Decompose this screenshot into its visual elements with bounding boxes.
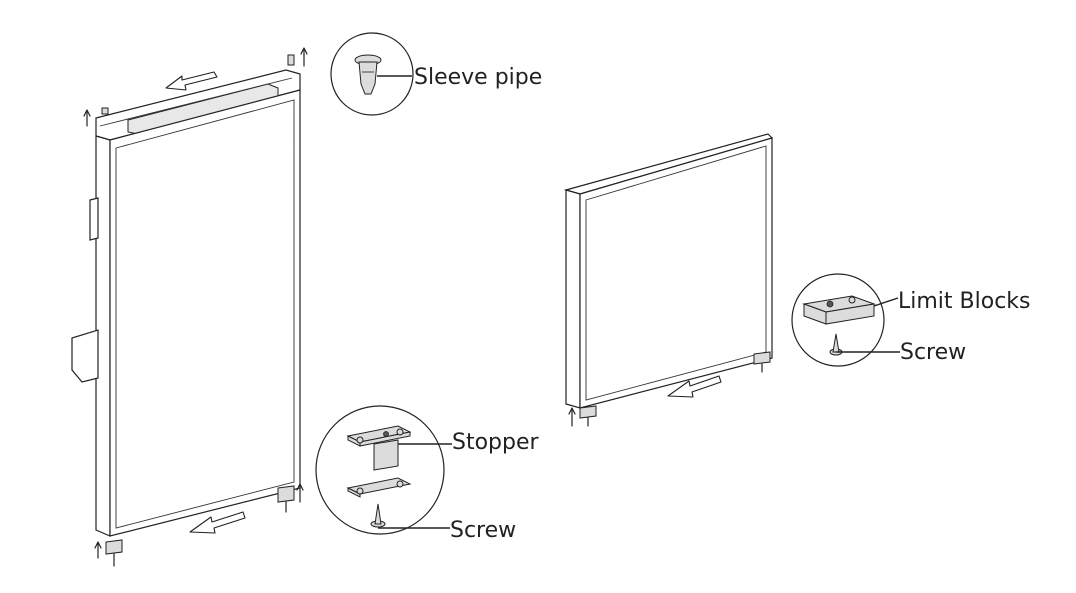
screw-top-left: [83, 107, 109, 127]
stopper-callout: [315, 405, 452, 535]
bottom-hinge-left: [94, 539, 123, 567]
move-arrow-top: [165, 71, 218, 91]
screw-label-right: Screw: [900, 340, 966, 365]
screw-label-left: Screw: [450, 518, 516, 543]
limit-blocks-label: Limit Blocks: [898, 289, 1031, 314]
move-arrow-right-door: [667, 375, 722, 398]
screw-icon-left: [370, 503, 386, 528]
bottom-hinge-right: [277, 483, 304, 513]
short-door: [563, 133, 774, 409]
stopper-label: Stopper: [452, 430, 540, 455]
hinge-plate-icon: [346, 477, 412, 498]
right-door-hinge-right: [753, 351, 771, 373]
sleeve-pipe-callout: [330, 32, 414, 116]
tall-door: [71, 69, 301, 537]
screw-top-right: [287, 47, 308, 67]
move-arrow-bottom: [189, 511, 246, 534]
sleeve-pipe-label: Sleeve pipe: [414, 65, 542, 90]
sleeve-pipe-icon: [354, 54, 382, 95]
stopper-icon: [346, 425, 412, 471]
right-door-hinge-left: [568, 405, 597, 427]
limit-blocks-callout: [791, 273, 900, 367]
limit-block-icon: [802, 295, 876, 325]
